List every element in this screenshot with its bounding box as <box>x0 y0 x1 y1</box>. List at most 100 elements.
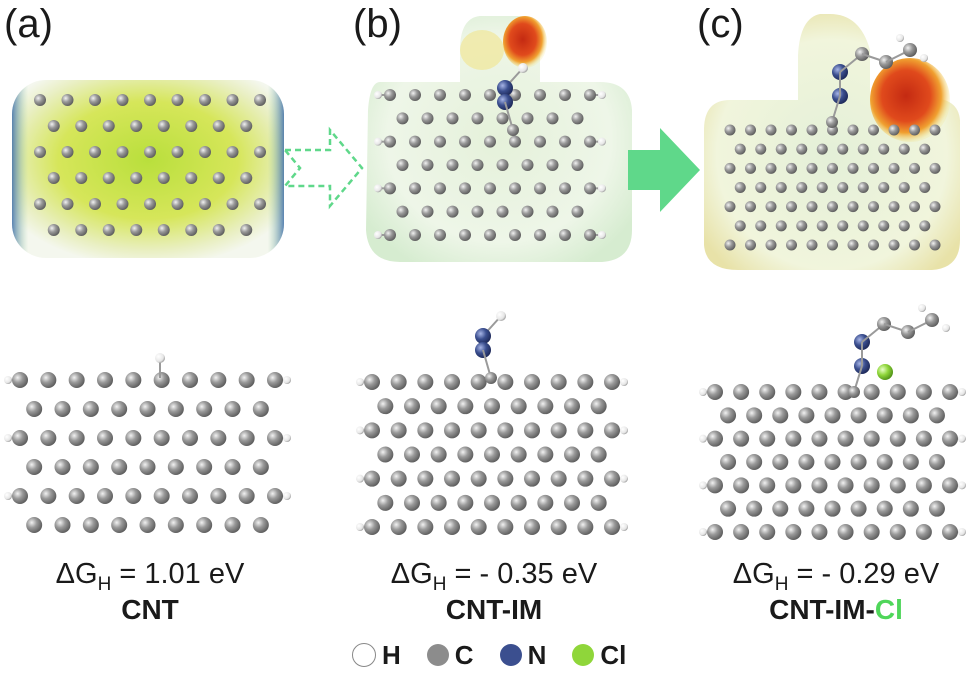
atom <box>153 488 170 504</box>
delta-g-subscript: H <box>774 573 789 595</box>
atom <box>496 205 509 218</box>
atom <box>238 372 255 388</box>
atom <box>82 401 99 417</box>
atom <box>199 198 211 210</box>
atom <box>470 374 487 390</box>
atom <box>546 159 559 171</box>
atom <box>798 454 815 470</box>
atom <box>571 205 584 218</box>
atom <box>598 91 606 99</box>
atom <box>521 159 534 171</box>
atom <box>421 159 434 171</box>
atom <box>909 201 920 213</box>
atom <box>34 198 46 210</box>
atom <box>699 528 707 536</box>
atom <box>550 374 567 390</box>
atom <box>267 488 283 504</box>
atom <box>446 112 459 125</box>
atom <box>707 384 723 400</box>
atom <box>847 124 859 136</box>
atom <box>26 401 43 417</box>
atom <box>364 519 380 535</box>
atom <box>484 494 500 511</box>
atom <box>144 94 156 106</box>
atom <box>471 112 484 125</box>
atom <box>863 430 880 447</box>
atom <box>417 422 434 439</box>
atom <box>816 182 828 193</box>
atom <box>61 94 74 106</box>
atom <box>746 500 763 517</box>
legend-label: Cl <box>600 639 627 670</box>
delta-g-c: ΔGH = - 0.29 eV <box>686 558 978 596</box>
atom <box>116 146 129 158</box>
atom <box>925 313 939 327</box>
atom <box>459 229 471 241</box>
atom <box>497 374 514 390</box>
atom <box>396 205 409 218</box>
atom <box>356 378 364 386</box>
atom <box>254 146 266 158</box>
atom <box>283 434 291 442</box>
atom <box>497 470 514 487</box>
atom <box>919 220 931 232</box>
atom <box>182 430 198 446</box>
atom <box>929 124 941 136</box>
atom <box>254 198 266 210</box>
atom <box>598 137 606 146</box>
atom <box>384 229 396 241</box>
atom <box>509 182 521 195</box>
atom <box>811 524 828 540</box>
atom <box>421 205 434 218</box>
atom <box>434 89 446 101</box>
element-legend: H C N Cl <box>352 640 652 670</box>
atom <box>775 220 787 232</box>
atom <box>942 384 958 400</box>
atom <box>903 43 917 57</box>
atom <box>837 182 849 193</box>
atom <box>34 94 46 106</box>
atom <box>252 517 269 533</box>
atom <box>898 143 910 155</box>
atom <box>68 430 85 446</box>
atom <box>796 182 808 193</box>
atom <box>470 470 487 487</box>
atom <box>598 184 606 193</box>
atom <box>775 182 787 193</box>
atom <box>26 517 43 533</box>
atom <box>384 135 396 148</box>
atom <box>798 500 815 517</box>
atom <box>89 146 101 158</box>
atom <box>837 220 849 232</box>
atom <box>417 470 434 487</box>
atom <box>54 459 71 475</box>
atom <box>185 120 198 132</box>
atom <box>40 372 57 388</box>
atom <box>759 430 776 447</box>
atom <box>590 446 607 463</box>
atom <box>909 239 920 251</box>
atom <box>384 182 396 195</box>
atom <box>876 407 893 424</box>
atom <box>421 112 434 125</box>
atom <box>374 91 382 99</box>
atom <box>857 182 869 193</box>
atom <box>863 524 880 540</box>
atom <box>724 124 736 136</box>
atom <box>374 231 382 239</box>
atom <box>733 384 750 400</box>
atom <box>745 239 756 251</box>
atom <box>902 500 919 517</box>
atom <box>374 137 382 146</box>
atom <box>785 430 802 447</box>
atom <box>409 89 421 101</box>
atom <box>929 201 941 213</box>
atom <box>734 182 746 193</box>
atom <box>796 220 808 232</box>
atom <box>226 146 239 158</box>
atom <box>12 372 28 388</box>
atom <box>888 239 900 251</box>
atom <box>82 517 99 533</box>
atom <box>377 398 394 415</box>
atom <box>837 524 854 540</box>
